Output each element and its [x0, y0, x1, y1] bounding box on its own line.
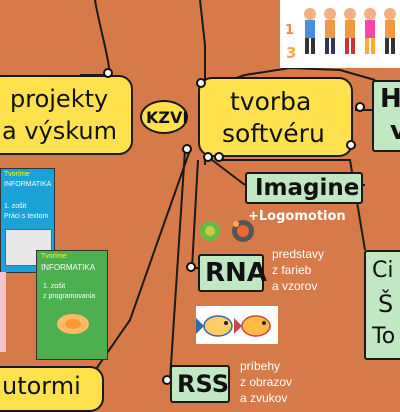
fish-illustration: [196, 306, 278, 344]
node-bottom-left[interactable]: utormi: [0, 366, 104, 412]
right-mid-label-3: To: [372, 324, 396, 349]
rna-label: RNA: [205, 258, 267, 288]
logomotion-label: +Logomotion: [248, 209, 346, 224]
rss-desc-line1: príbehy: [240, 359, 281, 373]
connector-dot: [182, 144, 192, 154]
node-tvorba-softveru[interactable]: tvorba softvéru: [198, 77, 353, 157]
right-mid-label-2: Š: [378, 290, 394, 318]
connector-dot: [214, 152, 224, 162]
svg-text:3: 3: [286, 44, 296, 62]
node-right-middle[interactable]: Ci Š To: [364, 250, 400, 360]
book2-line1: 1. zošit: [43, 283, 66, 290]
book1-title: Tvoríme: [4, 171, 30, 178]
center-node-kzvi[interactable]: KZVI: [140, 100, 188, 134]
rna-desc-line1: predstavy: [272, 247, 325, 261]
imagine-label: Imagine: [255, 175, 360, 201]
node-rna[interactable]: RNA: [198, 254, 267, 292]
node-projekty-vyskum[interactable]: projekty a výskum: [0, 75, 133, 155]
book1-line1: 1. zošit: [4, 203, 27, 210]
connector-dot: [203, 152, 213, 162]
right-top-label-2: v: [390, 116, 400, 146]
center-label: KZVI: [146, 108, 189, 127]
book1-subtitle: INFORMATIKA: [4, 181, 52, 188]
book2-flower: [57, 314, 89, 334]
turtle-icons: [200, 220, 254, 242]
rss-desc-line3: a zvukov: [240, 391, 288, 405]
pink-strip: [0, 272, 6, 352]
projekty-label-line2: a výskum: [2, 117, 117, 145]
node-imagine[interactable]: Imagine: [245, 172, 363, 204]
book2-subtitle: INFORMATIKA: [41, 263, 96, 272]
tvorba-label-line2: softvéru: [222, 119, 325, 148]
connector-dot: [355, 102, 365, 112]
rna-desc-line2: z farieb: [272, 263, 312, 277]
bottom-left-label: utormi: [2, 372, 81, 400]
tvorba-label-line1: tvorba: [230, 87, 312, 116]
book2-line2: z programovania: [43, 293, 96, 300]
connector-dot: [186, 262, 196, 272]
kid-figures: [304, 8, 396, 54]
connector-dot: [346, 140, 356, 150]
rss-label: RSS: [177, 370, 229, 398]
projekty-label-line1: projekty: [10, 85, 109, 113]
kids-illustration: 1 3: [280, 0, 400, 68]
textbook-cover-2: Tvoríme INFORMATIKA 1. zošit z programov…: [36, 250, 108, 360]
rna-desc-line3: a vzorov: [272, 279, 318, 293]
node-rss[interactable]: RSS: [170, 365, 230, 403]
book1-line2: Práci s textom: [4, 213, 49, 220]
right-top-label-1: H: [380, 84, 400, 114]
svg-text:1: 1: [285, 23, 294, 38]
digits-illustration: 1 3: [285, 23, 296, 62]
connector-dot: [103, 68, 113, 78]
right-mid-label-1: Ci: [372, 258, 394, 283]
connector-dot: [196, 78, 206, 88]
book2-title: Tvoríme: [41, 253, 67, 260]
rss-desc-line2: z obrazov: [240, 375, 293, 389]
node-right-top[interactable]: H v: [372, 80, 400, 152]
